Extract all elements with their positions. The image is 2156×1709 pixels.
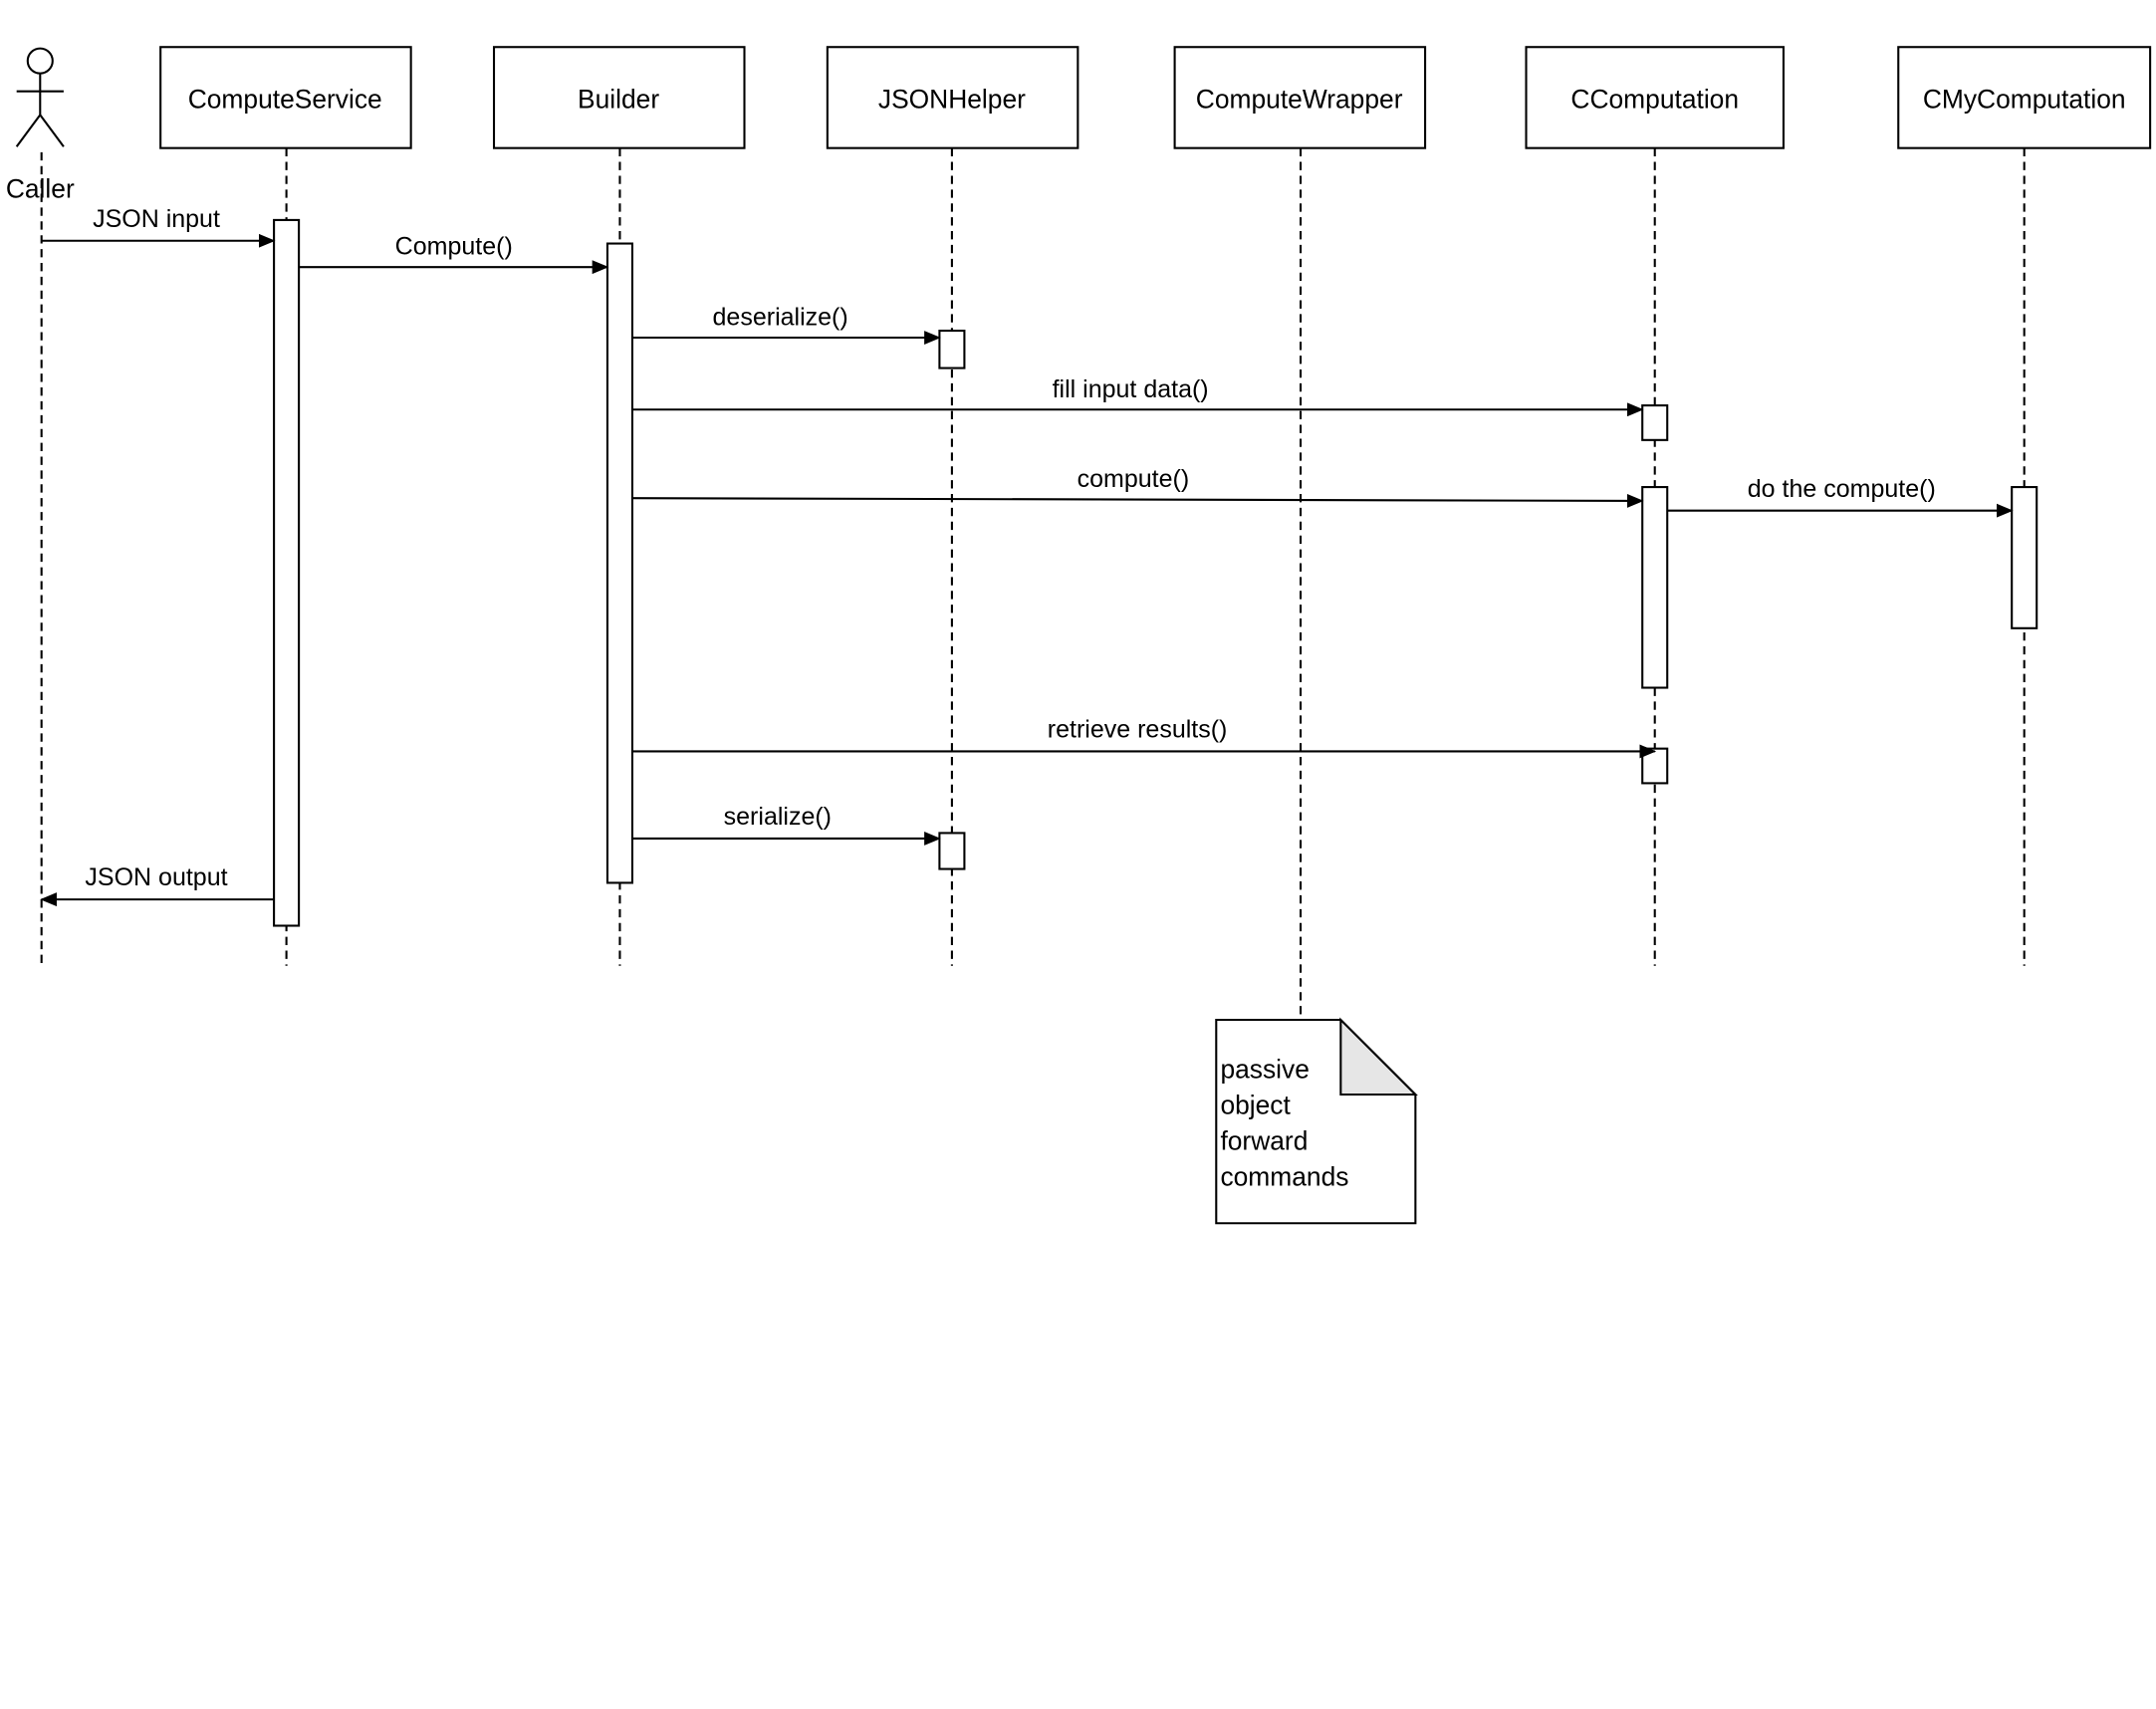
participant-label-builder: Builder	[578, 84, 659, 114]
activation-ccomputation-compute	[1641, 486, 1669, 689]
activation-jsonhelper-serialize	[938, 832, 966, 870]
activations	[273, 218, 2038, 927]
participant-jsonhelper: JSONHelper	[826, 46, 1079, 149]
stick-figure-icon	[15, 47, 65, 147]
actor-caller: Caller	[6, 47, 75, 204]
participant-builder: Builder	[492, 46, 746, 149]
lifelines	[40, 147, 2026, 1018]
message-label: fill input data()	[1053, 375, 1209, 403]
message-serialize: serialize()	[631, 803, 941, 846]
message-do-the-compute: do the compute()	[1667, 475, 2014, 518]
participant-label-ccomputation: CComputation	[1570, 84, 1739, 114]
message-label: Compute()	[395, 233, 513, 261]
participant-label-caller: Caller	[6, 174, 75, 204]
message-label: retrieve results()	[1048, 716, 1228, 744]
message-label: do the compute()	[1748, 475, 1936, 503]
note-line-1: passive	[1220, 1054, 1309, 1084]
message-label: JSON output	[85, 863, 227, 891]
participant-label-cmycomputation: CMyComputation	[1923, 84, 2126, 114]
activation-builder	[605, 242, 633, 884]
activation-ccomputation-retrieve	[1641, 747, 1669, 785]
activation-cmycomputation	[2011, 486, 2038, 629]
message-label: deserialize()	[713, 304, 848, 332]
message-deserialize: deserialize()	[631, 304, 941, 345]
note: passive object forward commands	[1215, 1017, 1418, 1225]
note-line-2: object	[1220, 1090, 1291, 1119]
message-retrieve-results: retrieve results()	[631, 716, 1657, 759]
message-label: compute()	[1078, 465, 1190, 493]
activation-ccomputation-fill	[1641, 404, 1669, 441]
participant-computeservice: ComputeService	[159, 46, 412, 149]
message-fill-input-data: fill input data()	[631, 375, 1644, 417]
participant-ccomputation: CComputation	[1525, 46, 1785, 149]
participant-cmycomputation: CMyComputation	[1897, 46, 2152, 149]
activation-computeservice	[273, 218, 301, 927]
participant-label-jsonhelper: JSONHelper	[878, 84, 1026, 114]
message-label: JSON input	[93, 205, 220, 233]
message-json-output: JSON output	[40, 863, 275, 907]
message-json-input: JSON input	[41, 205, 276, 248]
activation-jsonhelper-deserialize	[938, 330, 966, 369]
participant-label-computeservice: ComputeService	[188, 84, 382, 114]
participant-label-computewrapper: ComputeWrapper	[1196, 84, 1403, 114]
note-line-3: forward	[1220, 1126, 1308, 1156]
message-label: serialize()	[724, 803, 832, 831]
message-compute-call: compute()	[631, 465, 1644, 508]
participant-computewrapper: ComputeWrapper	[1173, 46, 1427, 149]
note-line-4: commands	[1220, 1162, 1348, 1192]
message-compute: Compute()	[299, 233, 609, 275]
